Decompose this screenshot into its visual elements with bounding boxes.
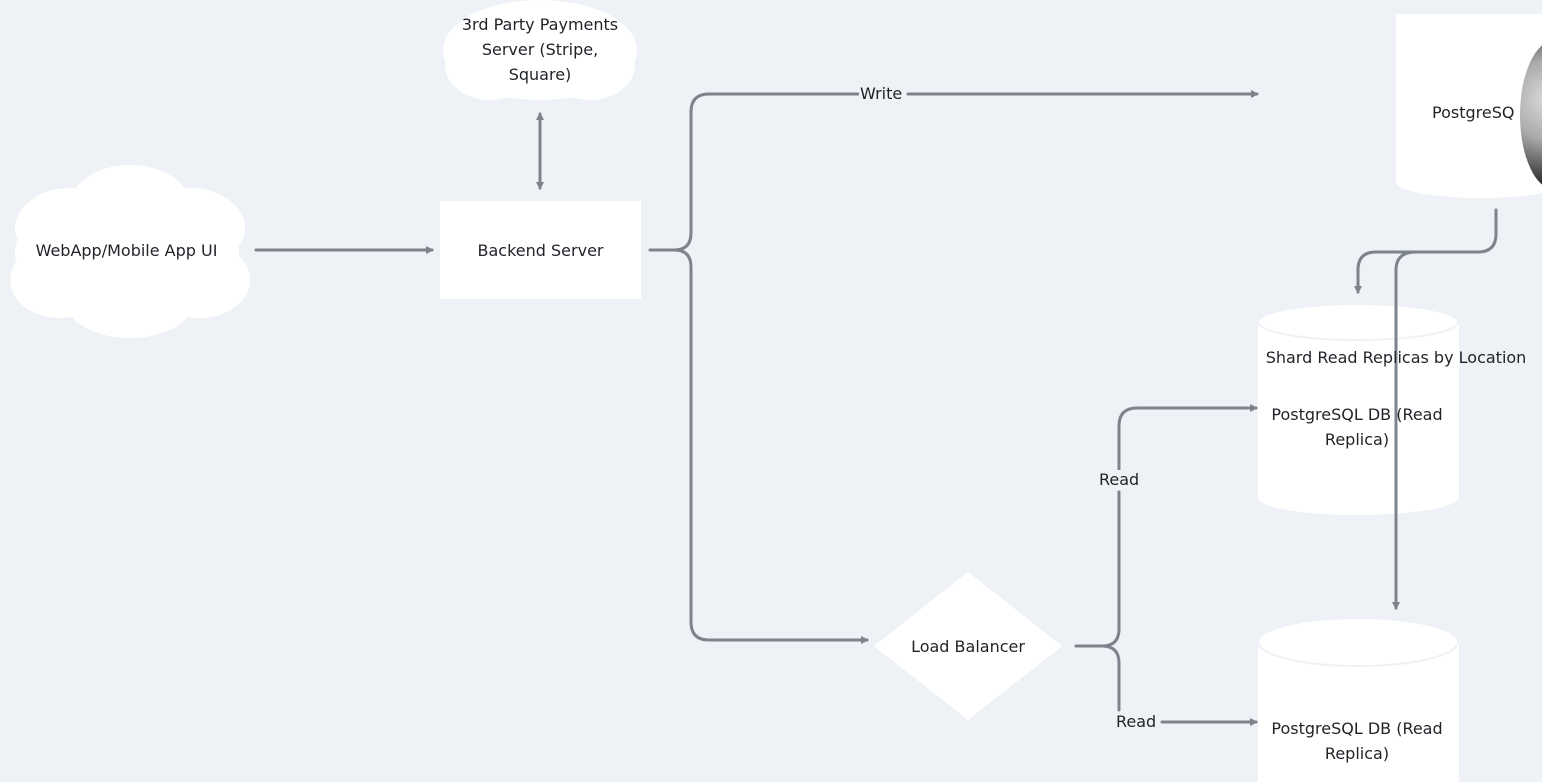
primary-db-label: PostgreSQ: [1432, 103, 1515, 122]
read-edge-label-upper: Read: [1098, 470, 1141, 490]
backend-server-shape[interactable]: [440, 201, 641, 299]
replica-1-shape[interactable]: [1257, 303, 1459, 515]
load-balancer-label: Load Balancer: [911, 637, 1025, 656]
client-cloud-shape[interactable]: [10, 165, 250, 338]
presenter-webcam-overlay: [1520, 40, 1542, 190]
replica-2-shape[interactable]: [1257, 617, 1459, 782]
edge-lb-brace: [1074, 408, 1256, 648]
backend-label: Backend Server: [477, 241, 604, 260]
read-edge-label-lower: Read: [1115, 712, 1158, 732]
edge-backend-lb: [672, 248, 869, 644]
client-label: WebApp/Mobile App UI: [35, 241, 218, 260]
replica-1-label: PostgreSQL DB (Read Replica): [1271, 405, 1443, 449]
shard-label: Shard Read Replicas by Location: [1265, 348, 1527, 367]
primary-db-shape[interactable]: [1396, 14, 1542, 198]
edge-primary-replica-1: [1354, 208, 1498, 294]
payments-label: 3rd Party Payments Server (Stripe, Squar…: [461, 15, 619, 84]
edge-primary-replica-2: [1392, 250, 1418, 610]
load-balancer-shape[interactable]: [874, 572, 1062, 720]
edge-lb-read-lower: [1100, 644, 1121, 712]
edge-backend-brace: [648, 92, 860, 252]
write-edge-label: Write: [859, 84, 904, 104]
replica-2-label: PostgreSQL DB (Read Replica): [1271, 719, 1443, 763]
payments-cloud-shape[interactable]: [443, 0, 637, 100]
